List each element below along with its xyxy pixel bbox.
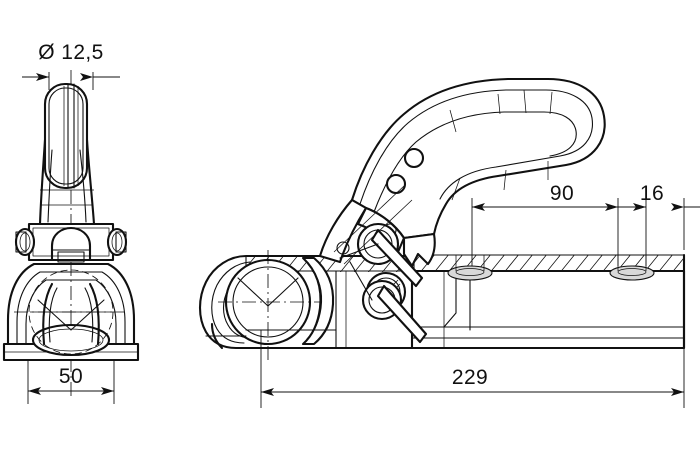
side-draw-tube (410, 253, 686, 350)
dimension-width-50: 50 (27, 360, 115, 404)
latch-jaw (301, 256, 335, 346)
dimension-label-diameter-12-5: Ø 12,5 (38, 41, 103, 64)
front-view: Ø 12,5 50 (2, 41, 140, 404)
dimension-label-length-90: 90 (550, 182, 574, 205)
front-coupling-body (2, 262, 140, 362)
lever-pivot-pin-upper (403, 147, 425, 169)
front-lever-neck (38, 138, 96, 226)
lever-pivot-pin-lower (336, 241, 350, 255)
tube-rivet-left (447, 255, 493, 281)
dimension-label-length-16: 16 (640, 182, 664, 205)
front-handle-grip (43, 82, 89, 190)
lever-pivot-pin-middle (385, 173, 407, 195)
dimension-overall-length-229: 229 (260, 330, 685, 408)
dimension-length-16: 16 (618, 182, 700, 266)
tube-rivet-right (609, 255, 655, 281)
dimension-diameter-12-5: Ø 12,5 (22, 41, 120, 90)
front-pivot-block (14, 222, 128, 263)
dimension-length-90: 90 (471, 182, 619, 266)
side-handle-lever (318, 77, 606, 344)
dimension-label-width-50: 50 (59, 365, 83, 388)
side-view: 90 16 229 (198, 77, 700, 408)
dimension-label-overall-length-229: 229 (452, 366, 488, 389)
lever-linkage-rod (339, 222, 428, 344)
